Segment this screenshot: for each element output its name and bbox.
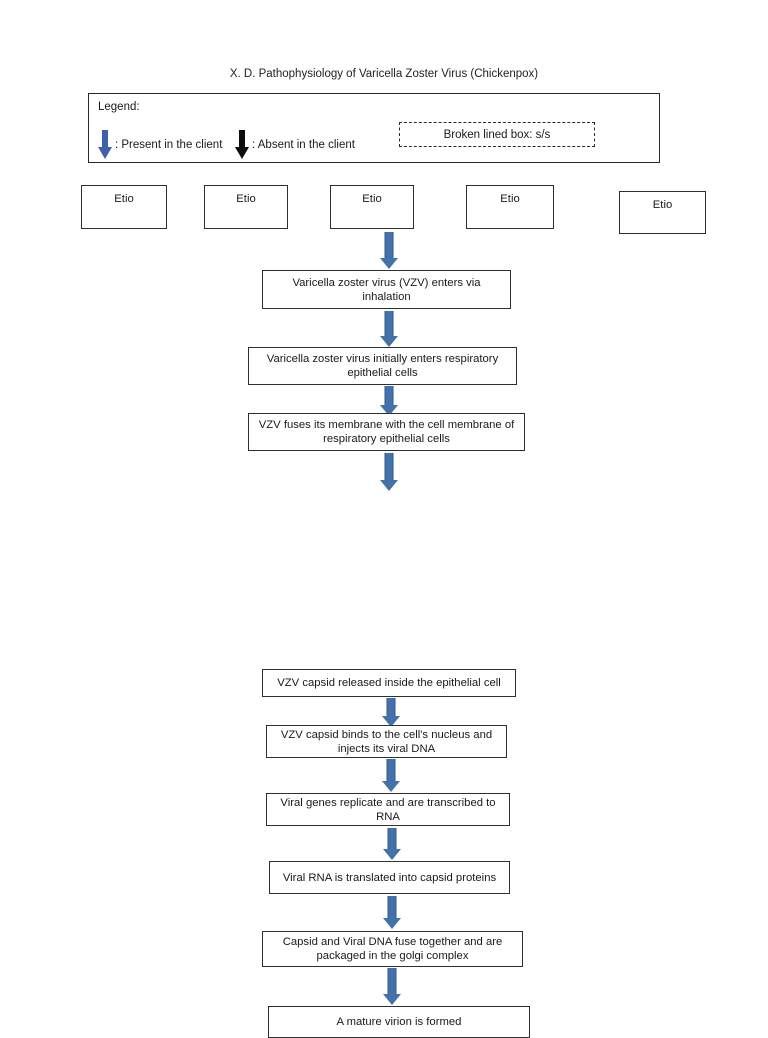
flow-step-9-label: A mature virion is formed bbox=[336, 1016, 462, 1028]
blue-down-arrow-icon bbox=[98, 130, 112, 160]
flow-arrow-9 bbox=[381, 968, 403, 1005]
flow-step-3-label: VZV fuses its membrane with the cell mem… bbox=[258, 419, 515, 445]
flow-step-7-label: Viral RNA is translated into capsid prot… bbox=[282, 871, 497, 884]
flow-arrow-1 bbox=[378, 232, 400, 269]
flow-step-2-label: Varicella zoster virus initially enters … bbox=[266, 353, 499, 379]
page-title: X. D. Pathophysiology of Varicella Zoste… bbox=[229, 68, 539, 80]
flow-step-box-6[interactable]: Viral genes replicate and are transcribe… bbox=[266, 793, 510, 826]
flow-step-box-4[interactable]: VZV capsid released inside the epithelia… bbox=[262, 669, 516, 697]
etiology-box-4-label: Etio bbox=[500, 193, 520, 205]
flow-step-4-label: VZV capsid released inside the epithelia… bbox=[277, 677, 501, 689]
flow-arrow-4 bbox=[378, 453, 400, 491]
etiology-box-5-label: Etio bbox=[652, 199, 673, 211]
etiology-box-1[interactable]: Etio bbox=[81, 185, 167, 229]
flow-arrow-2 bbox=[378, 311, 400, 347]
legend-entry-present: : Present in the client bbox=[98, 130, 222, 160]
flow-step-box-7[interactable]: Viral RNA is translated into capsid prot… bbox=[269, 861, 510, 894]
flow-step-box-5[interactable]: VZV capsid binds to the cell's nucleus a… bbox=[266, 725, 507, 758]
flow-arrow-8 bbox=[381, 896, 403, 929]
black-down-arrow-icon bbox=[235, 130, 249, 160]
legend-box: Legend: : Present in the client : Absent… bbox=[88, 93, 660, 163]
flow-arrow-6 bbox=[380, 759, 402, 792]
etiology-box-4[interactable]: Etio bbox=[466, 185, 554, 229]
flow-step-box-8[interactable]: Capsid and Viral DNA fuse together and a… bbox=[262, 931, 523, 967]
flow-step-box-2[interactable]: Varicella zoster virus initially enters … bbox=[248, 347, 517, 385]
etiology-box-1-label: Etio bbox=[114, 193, 134, 205]
legend-dashed-box: Broken lined box: s/s bbox=[399, 122, 595, 147]
etiology-box-2[interactable]: Etio bbox=[204, 185, 288, 229]
legend-label-absent: : Absent in the client bbox=[252, 139, 355, 151]
flow-step-box-9[interactable]: A mature virion is formed bbox=[268, 1006, 530, 1038]
legend-dashed-box-label: Broken lined box: s/s bbox=[443, 128, 551, 141]
flow-step-6-label: Viral genes replicate and are transcribe… bbox=[280, 796, 496, 823]
flow-arrow-3 bbox=[378, 386, 400, 416]
etiology-box-2-label: Etio bbox=[236, 193, 256, 205]
etiology-box-3[interactable]: Etio bbox=[330, 185, 414, 229]
flow-arrow-5 bbox=[380, 698, 402, 727]
flow-arrow-7 bbox=[381, 828, 403, 860]
flow-step-5-label: VZV capsid binds to the cell's nucleus a… bbox=[280, 728, 493, 755]
legend-heading: Legend: bbox=[98, 101, 140, 113]
flow-step-box-1[interactable]: Varicella zoster virus (VZV) enters via … bbox=[262, 270, 511, 309]
etiology-box-3-label: Etio bbox=[362, 193, 382, 205]
legend-label-present: : Present in the client bbox=[115, 139, 223, 151]
etiology-box-5[interactable]: Etio bbox=[619, 191, 706, 234]
flow-step-8-label: Capsid and Viral DNA fuse together and a… bbox=[282, 936, 503, 962]
flow-step-1-label: Varicella zoster virus (VZV) enters via … bbox=[292, 276, 481, 303]
legend-entry-absent: : Absent in the client bbox=[235, 130, 355, 160]
flow-step-box-3[interactable]: VZV fuses its membrane with the cell mem… bbox=[248, 413, 525, 451]
